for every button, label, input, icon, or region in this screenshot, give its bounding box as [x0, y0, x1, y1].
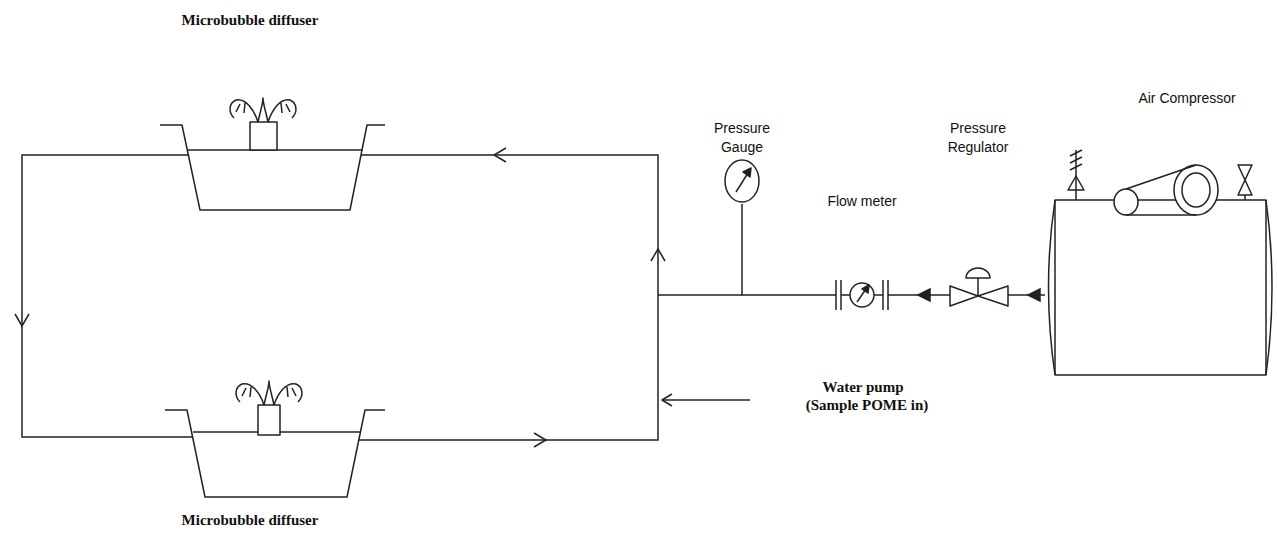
flow-arrowhead [15, 314, 29, 326]
valve-symbol [950, 286, 978, 306]
gauge-needle [736, 173, 748, 192]
diffuser-body [258, 405, 280, 435]
pump-note: (Sample POME in) [806, 396, 929, 415]
flow-arrowhead [494, 148, 506, 162]
flow-arrowhead [534, 433, 546, 447]
flow-meter: Flow meter [836, 279, 888, 311]
drain-valve [1238, 165, 1252, 180]
bubble-plume [230, 100, 258, 122]
air-compressor: Air Compressor [1045, 200, 1275, 375]
flow-meter-needle-head [862, 285, 869, 293]
node-label: Air Compressor [1138, 89, 1235, 108]
node-label: Microbubble diffuser [182, 511, 319, 530]
valve-symbol [978, 286, 1008, 306]
drive-belt [1126, 214, 1196, 216]
pipe-connector [742, 204, 836, 295]
relief-valve [1070, 150, 1082, 170]
pump-label: Water pump [823, 378, 904, 397]
valve-actuator [966, 268, 990, 278]
node-label: Flow meter [827, 192, 896, 211]
gauge-needle-head [743, 168, 751, 177]
motor-pulley [1182, 173, 1210, 207]
diffuser-tank: Microbubble diffuser [188, 125, 361, 210]
motor-pulley [1174, 165, 1218, 215]
diffuser-tank: Microbubble diffuser [193, 410, 359, 497]
drain-valve [1244, 195, 1246, 200]
pressure-regulator: Pressure Regulator [950, 266, 1008, 308]
inlet-arrow-head [662, 394, 672, 406]
tank-seam [1265, 200, 1267, 375]
diffuser-body [250, 122, 277, 150]
bubble-plume [268, 100, 296, 122]
gauge-symbol [725, 160, 759, 202]
compressor-pulley [1114, 189, 1138, 215]
tank-seam [1054, 200, 1056, 375]
drive-belt [1126, 165, 1196, 189]
flow-arrowhead [1028, 289, 1040, 301]
relief-valve [1068, 176, 1084, 190]
node-label: Pressure Regulator [938, 119, 1018, 157]
air-line [658, 294, 742, 296]
bubble-plume [258, 98, 268, 122]
pressure-gauge: Pressure Gauge [725, 160, 759, 204]
flow-arrowhead [918, 289, 930, 301]
air-line [874, 294, 883, 296]
compressor-tank [1049, 200, 1273, 375]
node-label: Pressure Gauge [703, 119, 781, 157]
air-line [841, 294, 850, 296]
drain-valve [1238, 180, 1252, 195]
bubble-plume [264, 381, 274, 405]
flow-meter-symbol [850, 283, 874, 307]
bubble-plume [274, 384, 302, 405]
valve-stem [977, 278, 979, 296]
pipe-connector [359, 155, 658, 440]
node-label: Microbubble diffuser [182, 11, 319, 30]
pipe-connector [22, 155, 193, 437]
inlet-arrow [662, 399, 750, 401]
relief-valve [1075, 150, 1077, 200]
flow-arrowhead [651, 249, 665, 261]
bubble-plume [236, 384, 264, 405]
